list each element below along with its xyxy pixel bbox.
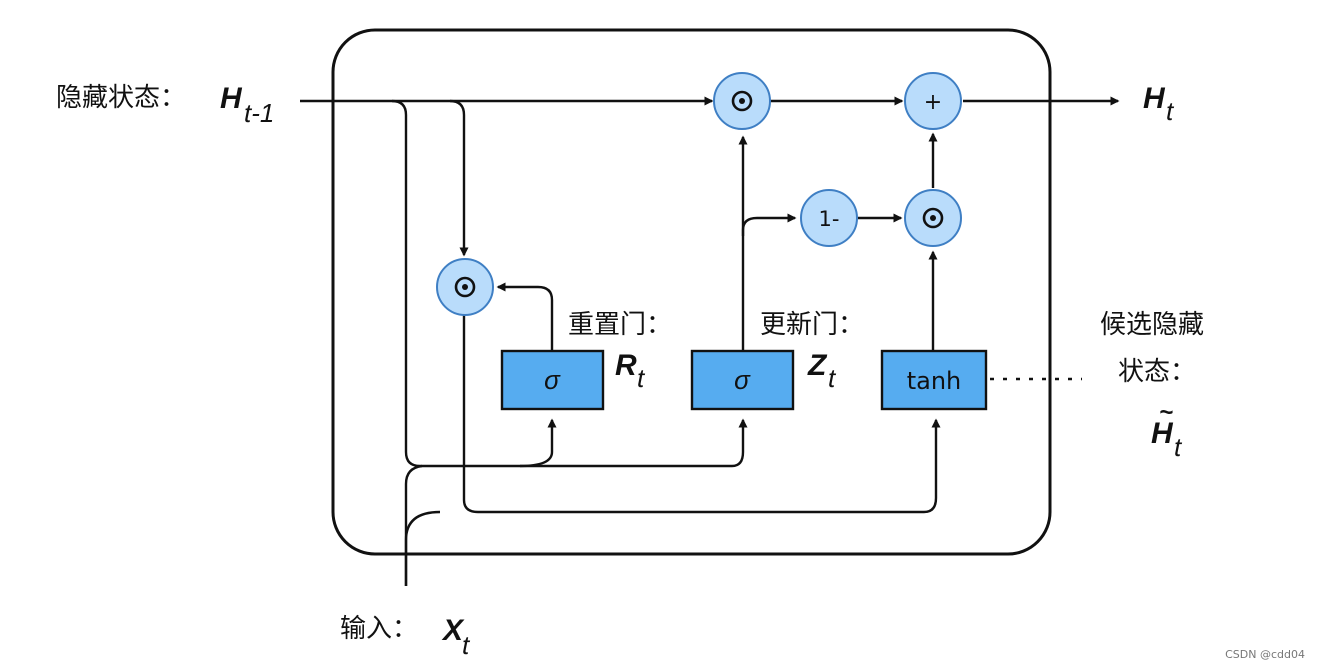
update-gate-label: 更新门： xyxy=(760,310,864,340)
mul-mid-node xyxy=(904,189,962,247)
htilde-subscript: t xyxy=(1174,432,1183,462)
gru-cell-border xyxy=(331,28,1052,556)
hidden-state-label: 隐藏状态： xyxy=(56,83,186,113)
reset-gate-label: 重置门： xyxy=(568,310,672,340)
wire-sigma-reset-to-reset-mul xyxy=(496,282,554,350)
h-prev-symbol: H xyxy=(220,82,243,115)
r-symbol: R xyxy=(615,349,637,382)
mul-reset-node xyxy=(436,258,494,316)
wire-reset-mul-to-tanh xyxy=(462,314,941,514)
sigma-update-block: σ xyxy=(690,349,795,411)
z-symbol: Z xyxy=(807,349,828,382)
input-label: 输入： xyxy=(340,614,418,644)
wire-h-prev-to-reset-mul xyxy=(449,99,469,257)
watermark: CSDN @cdd04 xyxy=(1225,648,1305,661)
r-subscript: t xyxy=(637,363,646,393)
candidate-label-line1: 候选隐藏 xyxy=(1100,310,1204,340)
wire-update-to-one-minus xyxy=(741,213,797,236)
one-minus-node: 1- xyxy=(800,189,858,247)
one-minus-symbol: 1- xyxy=(819,207,840,231)
sigma-reset-label: σ xyxy=(544,365,561,395)
h-prev-subscript: t-1 xyxy=(244,98,274,128)
x-symbol: X xyxy=(441,614,465,647)
plus-symbol: + xyxy=(924,90,942,115)
h-out-symbol: H xyxy=(1143,82,1166,115)
wire-input-to-gates xyxy=(404,464,423,586)
htilde-tilde: ~ xyxy=(1159,399,1173,426)
wire-h-prev-to-gates xyxy=(391,99,748,468)
h-out-subscript: t xyxy=(1166,96,1175,126)
tanh-block: tanh xyxy=(880,349,988,411)
plus-node: + xyxy=(904,72,962,130)
candidate-label-line2: 状态： xyxy=(1118,357,1196,387)
mul-top-node xyxy=(713,72,771,130)
tanh-label: tanh xyxy=(907,367,962,395)
z-subscript: t xyxy=(828,363,837,393)
sigma-update-label: σ xyxy=(734,365,751,395)
x-subscript: t xyxy=(462,630,471,660)
sigma-reset-block: σ xyxy=(500,349,605,411)
htilde-symbol: H xyxy=(1151,417,1174,450)
wire-to-sigma-reset xyxy=(519,418,557,468)
wire-input-to-tanh xyxy=(404,510,441,586)
